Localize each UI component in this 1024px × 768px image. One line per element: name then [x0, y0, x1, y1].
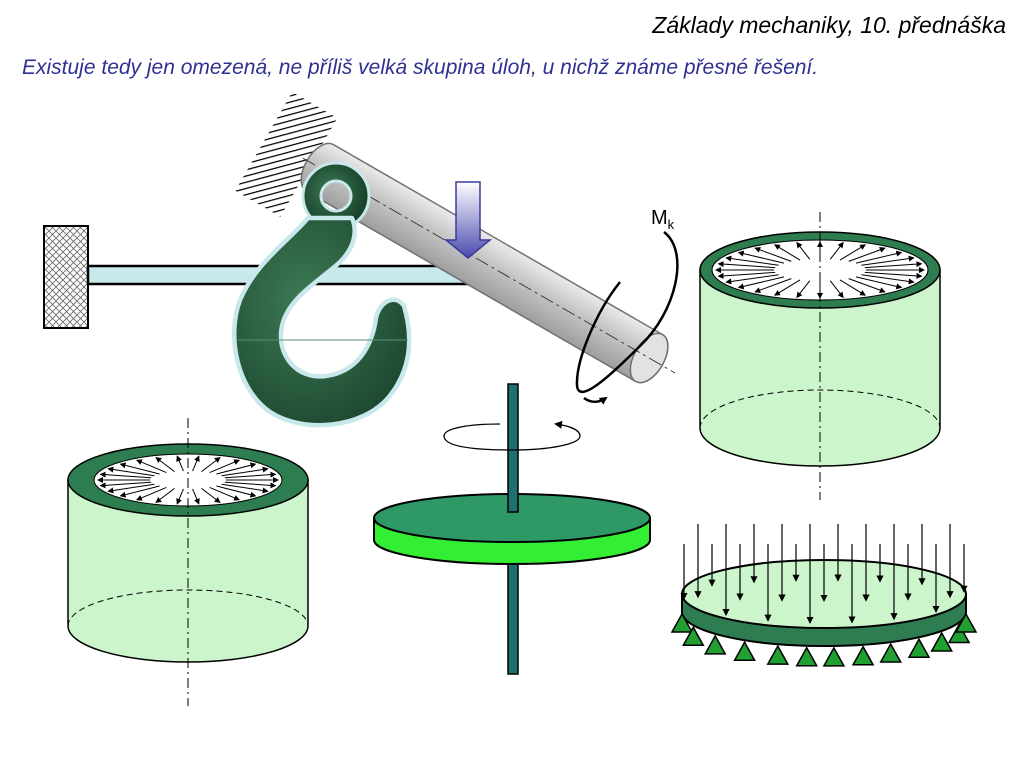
left-cylinder-pressure-arrows: [97, 455, 279, 505]
moment-label: Mk: [651, 207, 675, 232]
pressure-arrow: [119, 462, 160, 475]
plate-support-triangles: [670, 612, 978, 667]
pressure-arrow: [774, 244, 801, 261]
pressure-arrow: [155, 456, 175, 472]
pressure-arrow: [737, 276, 785, 290]
pressure-arrow: [725, 255, 779, 266]
rotation-arrow: [443, 420, 581, 451]
wall-support: [43, 225, 89, 329]
pressure-arrow: [176, 455, 184, 472]
left-pressure-cylinder: [67, 418, 309, 706]
moment-label-sub: k: [668, 217, 675, 232]
slide-header-title: Základy mechaniky, 10. přednáška: [652, 12, 1006, 38]
support-triangle: [907, 637, 931, 659]
pressure-arrow: [861, 255, 915, 266]
pressure-arrow: [135, 459, 167, 474]
right-cylinder-pressure-arrows: [715, 241, 925, 299]
pressure-arrow: [774, 279, 801, 296]
support-triangle: [954, 612, 978, 633]
support-triangle: [670, 612, 694, 633]
pressure-arrow: [864, 271, 923, 279]
loaded-plate: [670, 524, 978, 667]
pressure-arrow: [737, 250, 785, 264]
pressure-arrow: [796, 280, 811, 299]
pressure-arrow: [99, 471, 152, 479]
slide-subtitle: Existuje tedy jen omezená, ne příliš vel…: [22, 56, 819, 79]
pressure-arrow: [201, 488, 221, 504]
pressure-arrow: [192, 488, 200, 505]
pressure-arrow: [135, 486, 167, 501]
support-triangle: [879, 642, 902, 663]
pressure-arrow: [216, 462, 257, 475]
pressure-arrow: [864, 261, 923, 269]
pressure-arrow: [107, 483, 155, 494]
disc-axle-upper: [507, 383, 519, 513]
pressure-arrow: [155, 488, 175, 504]
support-triangle: [733, 640, 756, 661]
pressure-arrow: [209, 486, 241, 501]
pressure-arrow: [224, 481, 277, 489]
pressure-arrow: [107, 466, 155, 477]
pressure-arrow: [725, 274, 779, 285]
shaft-wall-hatch: [235, 91, 338, 217]
load-arrow: [443, 181, 493, 259]
left-cylinder-body: [67, 479, 309, 663]
pressure-arrow: [224, 471, 277, 479]
pressure-arrow: [829, 241, 844, 260]
pressure-arrow: [221, 466, 269, 477]
pressure-arrow: [848, 247, 886, 262]
pressure-arrow: [717, 261, 776, 269]
pressure-arrow: [839, 279, 866, 296]
pressure-arrow: [855, 250, 903, 264]
support-triangle: [822, 646, 846, 667]
pressure-arrow: [848, 278, 886, 293]
disc-axle-lower: [507, 555, 519, 675]
support-triangle: [682, 625, 705, 647]
crane-hook: [232, 161, 412, 428]
pressure-arrow: [201, 456, 221, 472]
hook-body: [232, 215, 412, 428]
support-triangle: [947, 622, 971, 644]
pressure-arrow: [99, 481, 152, 489]
right-pressure-cylinder: [699, 212, 941, 500]
torque-moment-arrow: Mk: [575, 207, 679, 405]
shaft-axis: [302, 157, 676, 374]
pressure-arrow: [754, 278, 792, 293]
pressure-arrow: [796, 241, 811, 260]
pressure-arrow: [829, 280, 844, 299]
support-triangle: [930, 631, 953, 652]
pressure-arrow: [221, 483, 269, 494]
pressure-arrow: [861, 274, 915, 285]
pressure-arrow: [209, 459, 241, 474]
plate-distributed-load-arrows: [680, 524, 968, 624]
pressure-arrow: [176, 488, 184, 505]
pressure-arrow: [839, 244, 866, 261]
support-triangle: [851, 645, 875, 666]
pressure-arrow: [119, 485, 160, 498]
pressure-arrow: [855, 276, 903, 290]
pressure-arrow: [216, 485, 257, 498]
support-triangle: [703, 634, 727, 655]
moment-label-main: M: [651, 207, 668, 229]
support-triangle: [795, 646, 818, 667]
pressure-arrow: [754, 247, 792, 262]
pressure-arrow: [717, 271, 776, 279]
torsion-shaft: [235, 91, 676, 384]
pressure-arrow: [192, 455, 200, 472]
rotating-disc: [373, 383, 651, 675]
support-triangle: [766, 644, 790, 665]
